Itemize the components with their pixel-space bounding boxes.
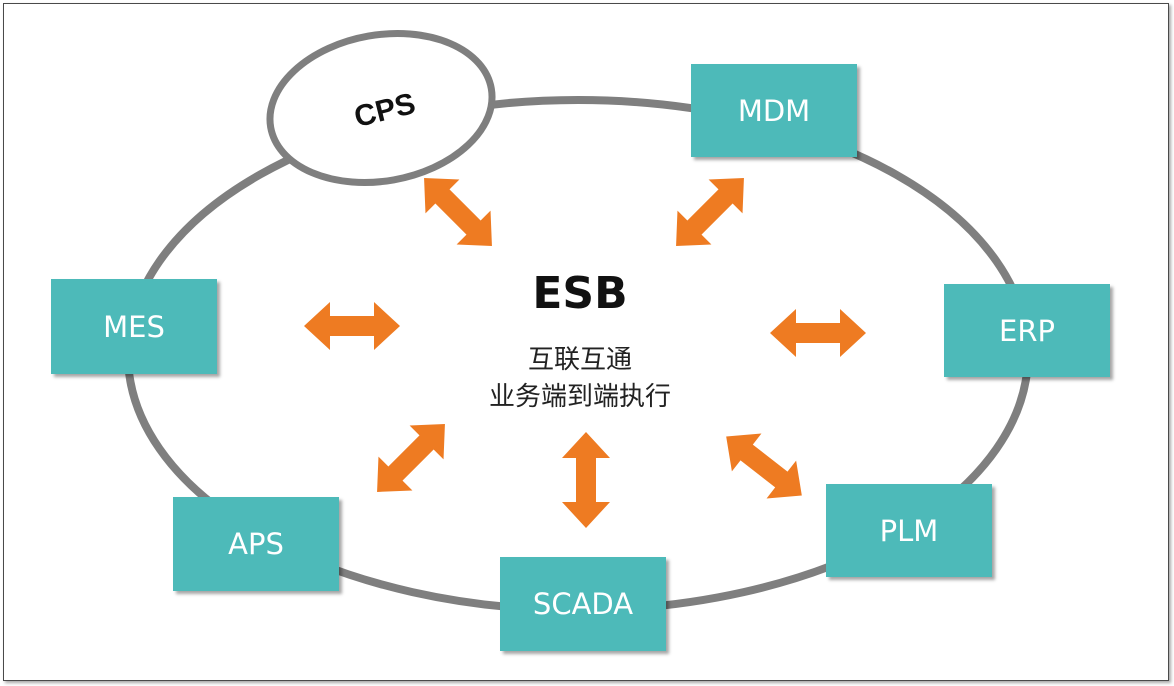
node-plm[interactable]: PLM	[826, 484, 992, 577]
node-scada[interactable]: SCADA	[500, 557, 666, 651]
arrow-scada	[562, 432, 610, 528]
esb-subtitle-line2: 业务端到端执行	[488, 382, 671, 412]
esb-subtitle-line1: 互联互通	[527, 345, 632, 375]
arrow-plm	[711, 417, 817, 515]
node-mes[interactable]: MES	[51, 279, 217, 374]
arrow-erp	[770, 309, 866, 357]
node-erp[interactable]: ERP	[944, 284, 1110, 377]
arrow-cps	[407, 161, 509, 263]
arrow-mdm	[659, 161, 761, 263]
esb-title: ESB	[532, 268, 628, 319]
node-mdm[interactable]: MDM	[691, 64, 857, 157]
cps-ellipse	[266, 30, 496, 186]
node-aps[interactable]: APS	[173, 497, 339, 591]
arrow-mes	[304, 302, 400, 350]
arrow-aps	[360, 407, 462, 509]
